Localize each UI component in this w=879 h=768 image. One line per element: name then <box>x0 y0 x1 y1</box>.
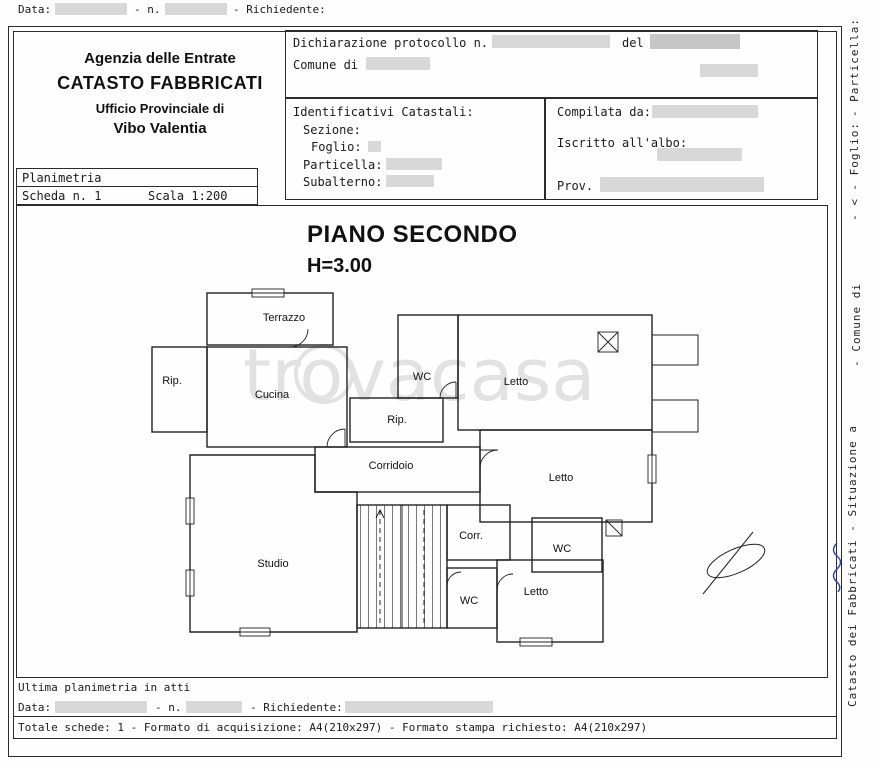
redacted-value <box>386 175 434 187</box>
redacted-value <box>700 64 758 77</box>
redacted-value <box>345 701 493 713</box>
del-label: del <box>622 36 644 50</box>
subalterno-label: Subalterno: <box>303 175 383 189</box>
agency-line2: CATASTO FABBRICATI <box>57 73 263 93</box>
redacted-value <box>366 57 430 70</box>
redacted-value <box>368 141 381 152</box>
redacted-value <box>600 177 764 192</box>
ultima-planimetria-label: Ultima planimetria in atti <box>18 681 191 694</box>
floor-plan-svg: trovacasa <box>151 288 766 647</box>
door-arcs <box>289 328 514 591</box>
redacted-value <box>650 34 740 49</box>
staircase <box>356 504 448 629</box>
scheda-label: Scheda n. 1 <box>22 189 102 203</box>
blue-margin-mark <box>832 542 842 593</box>
compilata-box <box>545 98 818 200</box>
agency-line1: Agenzia delle Entrate <box>84 50 236 67</box>
room-label-letto-bottom: Letto <box>523 586 549 598</box>
room-label-letto-mid: Letto <box>548 472 574 484</box>
identificativi-box <box>285 98 545 200</box>
top-richiedente-label: - Richiedente: <box>233 3 326 16</box>
comune-label: Comune di <box>293 58 359 72</box>
north-arrow-icon <box>702 531 766 595</box>
declaration-box <box>285 30 818 98</box>
top-data-label: Data: <box>18 3 52 16</box>
plan-height-label: H=3.00 <box>307 255 373 277</box>
agency-heading: Agenzia delle Entrate CATASTO FABBRICATI… <box>30 50 290 137</box>
margin-catasto-label: Catasto dei Fabbricati - Situazione a <box>846 425 859 708</box>
scala-label: Scala 1:200 <box>148 189 228 203</box>
prov-label: Prov. <box>557 179 594 193</box>
protocol-label: Dichiarazione protocollo n. <box>293 36 489 50</box>
compilata-title: Compilata da: <box>557 105 651 119</box>
room-label-rip-left: Rip. <box>162 375 182 387</box>
footer-n-label: - n. <box>155 701 182 714</box>
room-label-wc-top: WC <box>412 371 432 383</box>
inner-frame <box>13 31 837 739</box>
room-label-rip-mid: Rip. <box>387 414 407 426</box>
room-label-wc-bottom: WC <box>459 595 479 607</box>
room-label-corr: Corr. <box>459 530 483 542</box>
plan-title: PIANO SECONDO <box>307 221 518 248</box>
agency-line4: Vibo Valentia <box>113 120 207 137</box>
particella-label: Particella: <box>303 158 383 172</box>
room-label-corridoio: Corridoio <box>368 460 414 472</box>
top-n-label: - n. <box>134 3 161 16</box>
walls-balcony-2 <box>651 399 699 433</box>
watermark-ring-icon <box>294 344 354 404</box>
sezione-label: Sezione: <box>303 123 361 137</box>
redacted-value <box>492 35 610 48</box>
redacted-value <box>55 3 127 15</box>
walls-studio <box>189 454 358 633</box>
margin-lt-label: - < <box>848 198 861 221</box>
foglio-label: Foglio: <box>311 140 362 154</box>
outer-frame <box>8 26 842 757</box>
room-label-studio: Studio <box>257 558 289 570</box>
footer-richiedente-label: - Richiedente: <box>250 701 343 714</box>
redacted-value <box>55 701 147 713</box>
totale-schede-label: Totale schede: 1 - Formato di acquisizio… <box>18 721 648 734</box>
agency-line3: Ufficio Provinciale di <box>95 101 225 116</box>
room-label-letto-top: Letto <box>503 376 529 388</box>
room-label-wc-mid: WC <box>552 543 572 555</box>
redacted-value <box>186 701 242 713</box>
floor-plan-border <box>16 205 828 678</box>
walls-rip-mid <box>349 397 444 443</box>
flue-shafts <box>597 331 623 537</box>
planimetria-divider <box>16 186 258 187</box>
albo-label: Iscritto all'albo: <box>557 136 688 150</box>
margin-foglio-label: - Foglio: <box>848 122 861 191</box>
redacted-value <box>652 105 758 118</box>
walls-balcony-1 <box>651 334 699 366</box>
identificativi-title: Identificativi Catastali: <box>293 105 474 119</box>
walls-cucina <box>206 346 348 448</box>
footer-data-label: Data: <box>18 701 52 714</box>
redacted-value <box>657 148 742 161</box>
margin-particella-label: - Particella: <box>848 18 861 118</box>
redacted-value <box>165 3 227 15</box>
margin-comune-label: - Comune di <box>850 283 863 367</box>
room-label-cucina: Cucina <box>254 389 290 401</box>
planimetria-title: Planimetria <box>22 171 102 185</box>
redacted-value <box>386 158 442 170</box>
walls-rip-left <box>151 346 208 433</box>
footer-divider <box>13 716 837 717</box>
room-label-terrazzo: Terrazzo <box>262 312 306 324</box>
windows <box>185 288 657 647</box>
walls-wc-mid <box>531 517 603 573</box>
